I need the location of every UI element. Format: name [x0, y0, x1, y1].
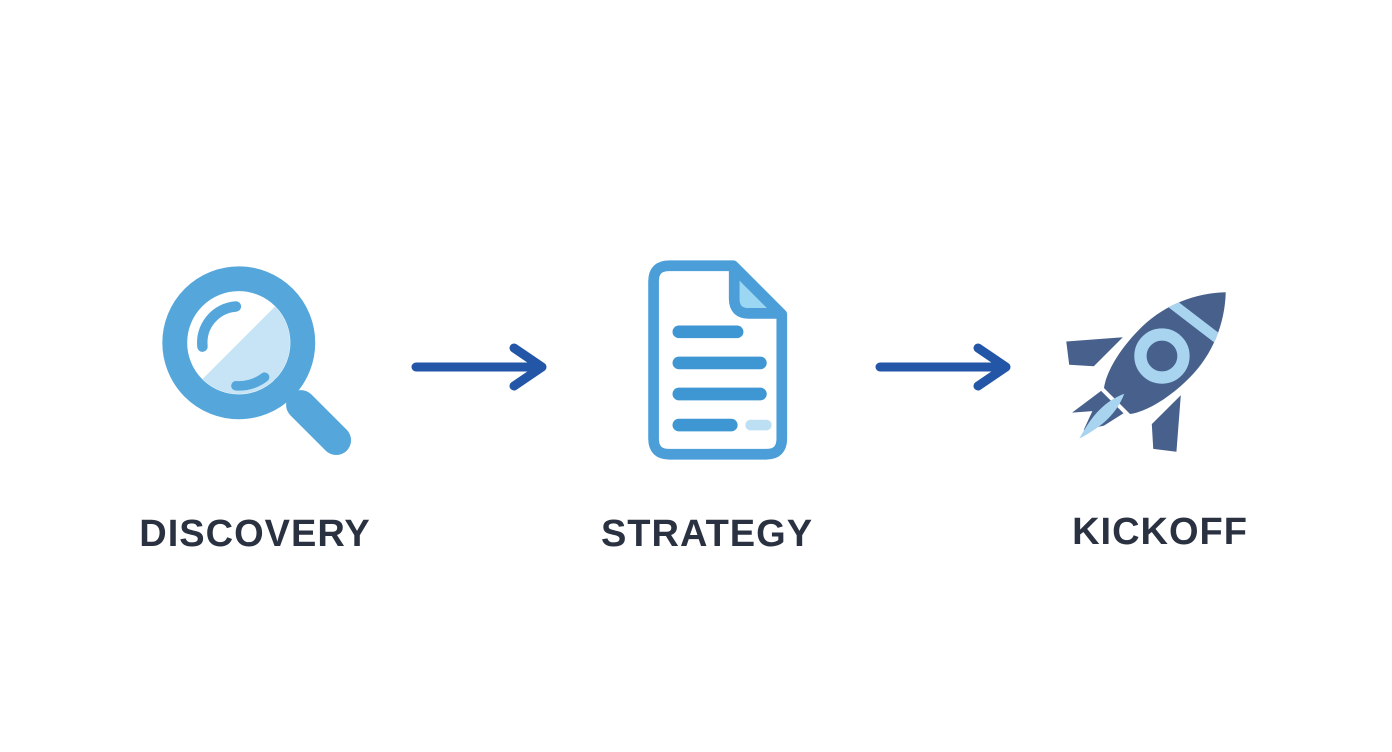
- step-strategy: STRATEGY: [547, 252, 867, 556]
- arrow-right-icon: [408, 337, 558, 397]
- step-discovery: DISCOVERY: [95, 252, 415, 556]
- step-kickoff: KICKOFF: [1000, 250, 1320, 554]
- rocket-icon: [1058, 250, 1263, 465]
- rocket-icon-svg: [1065, 292, 1230, 452]
- step-label-discovery: DISCOVERY: [139, 513, 371, 555]
- document-icon: [624, 252, 790, 467]
- step-label-kickoff: KICKOFF: [1072, 511, 1248, 553]
- step-label-strategy: STRATEGY: [600, 513, 814, 555]
- document-icon-svg: [648, 259, 788, 460]
- magnifier-icon: [148, 252, 363, 467]
- magnifier-icon-svg: [161, 266, 351, 456]
- arrow-right-icon: [872, 337, 1022, 397]
